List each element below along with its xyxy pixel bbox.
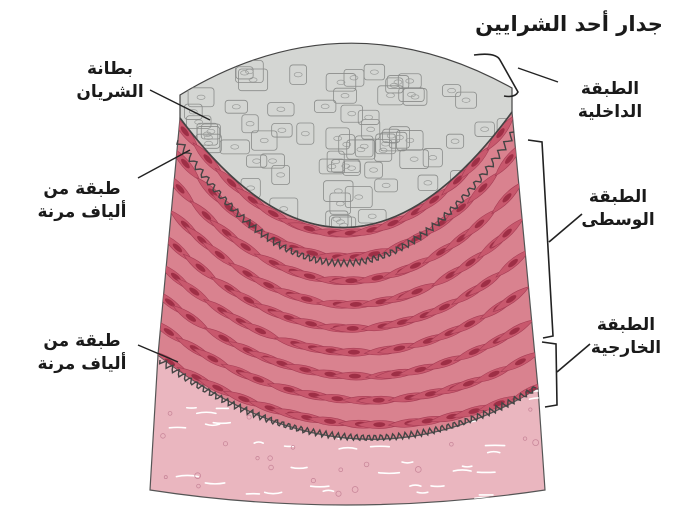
adventitia-fiber [462,466,471,467]
adventitia-fiber [205,483,224,484]
middle-layer-bracket [528,140,553,338]
outer-layer-label-line2: الخارجية [574,337,678,360]
elastic-lower-label: طبقة من ألياف مرنة [22,330,142,376]
title-pointer [518,68,558,82]
outer-layer-label-line1: الطبقة [574,314,678,337]
adventitia-fiber [402,462,413,463]
middle-layer-label-line1: الطبقة [568,186,668,209]
adventitia-fiber [323,490,333,491]
elastic-upper-label-line2: ألياف مرنة [22,201,142,224]
middle-layer-label-line2: الوسطى [568,209,668,232]
elastic-upper-label-line1: طبقة من [22,178,142,201]
middle-layer-label: الطبقة الوسطى [568,186,668,232]
lining-label-line1: بطانة [64,58,156,81]
adventitia-fiber [417,492,428,493]
inner-layer-label-line1: الطبقة [560,78,660,101]
inner-layer-label: الطبقة الداخلية [560,78,660,124]
adventitia-fiber [213,423,230,424]
diagram-title-text: جدار أحد الشرايين [466,10,672,38]
inner-layer-label-line2: الداخلية [560,101,660,124]
lining-label: بطانة الشريان [64,58,156,104]
adventitia-fiber [379,473,400,474]
adventitia-fiber [311,486,329,487]
outer-layer-label: الطبقة الخارجية [574,314,678,360]
elastic-upper-label: طبقة من ألياف مرنة [22,178,142,224]
elastic-lower-label-line2: ألياف مرنة [22,353,142,376]
lining-label-line2: الشريان [64,81,156,104]
outer-layer-bracket [542,342,557,407]
adventitia-fiber [531,497,543,498]
elastic-lower-label-line1: طبقة من [22,330,142,353]
diagram-title: جدار أحد الشرايين [466,10,672,38]
